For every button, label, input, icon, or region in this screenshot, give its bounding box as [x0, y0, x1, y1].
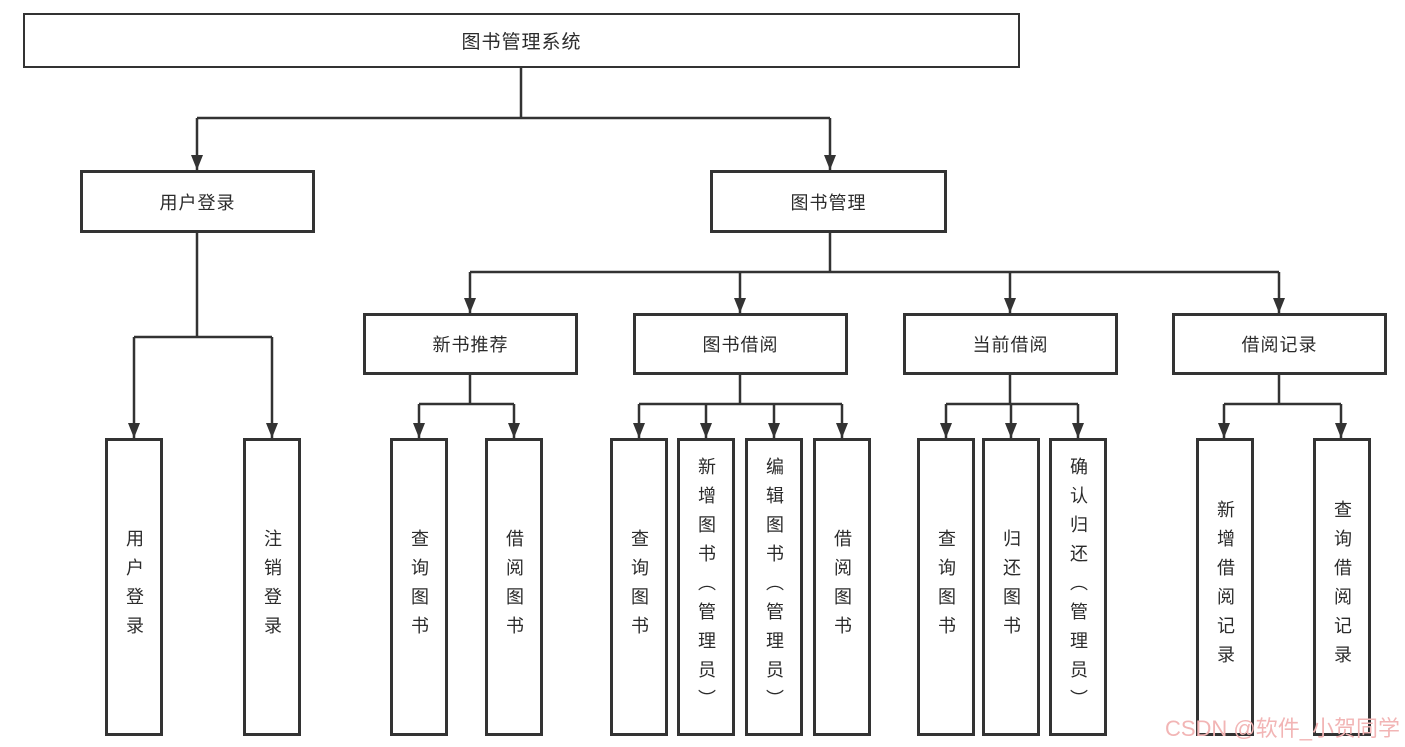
node-label: 图书管理系统 [461, 32, 582, 53]
leaf-query-borrow-record: 查询借阅记录 [1313, 438, 1371, 736]
node-current-borrowing: 当前借阅 [903, 313, 1118, 375]
csdn-watermark: CSDN @软件_小贺同学 [1164, 716, 1400, 741]
leaf-user-login: 用户登录 [105, 438, 163, 736]
node-library-management-system: 图书管理系统 [23, 13, 1020, 68]
node-label: 编辑图书（管理员） [764, 456, 784, 718]
leaf-logout: 注销登录 [243, 438, 301, 736]
node-label: 查询借阅记录 [1332, 500, 1352, 674]
node-new-book-recommend: 新书推荐 [363, 313, 578, 375]
node-borrow-records: 借阅记录 [1172, 313, 1387, 375]
node-label: 借阅图书 [504, 529, 524, 645]
leaf-add-books-admin: 新增图书（管理员） [677, 438, 735, 736]
leaf-confirm-return-admin: 确认归还（管理员） [1049, 438, 1107, 736]
node-label: 注销登录 [262, 529, 282, 645]
node-label: 用户登录 [159, 192, 236, 213]
node-label: 新书推荐 [432, 335, 509, 355]
leaf-edit-books-admin: 编辑图书（管理员） [745, 438, 803, 736]
leaf-borrow-books: 借阅图书 [813, 438, 871, 736]
node-label: 查询图书 [936, 529, 956, 645]
node-book-borrowing: 图书借阅 [633, 313, 848, 375]
leaf-borrow-books-recommend: 借阅图书 [485, 438, 543, 736]
node-label: 图书管理 [790, 192, 867, 213]
node-label: 新增图书（管理员） [696, 456, 716, 718]
node-label: 归还图书 [1001, 529, 1021, 645]
node-label: 新增借阅记录 [1215, 500, 1235, 674]
node-label: 图书借阅 [702, 335, 779, 355]
leaf-query-books-current: 查询图书 [917, 438, 975, 736]
leaf-return-books: 归还图书 [982, 438, 1040, 736]
node-label: 借阅图书 [832, 529, 852, 645]
node-label: 确认归还（管理员） [1068, 456, 1088, 718]
leaf-query-books-borrowing: 查询图书 [610, 438, 668, 736]
node-book-management: 图书管理 [710, 170, 947, 233]
node-label: 用户登录 [124, 529, 144, 645]
node-label: 查询图书 [409, 529, 429, 645]
leaf-query-books-recommend: 查询图书 [390, 438, 448, 736]
node-user-login: 用户登录 [80, 170, 315, 233]
node-label: 借阅记录 [1241, 335, 1318, 355]
node-label: 当前借阅 [972, 335, 1049, 355]
leaf-add-borrow-record: 新增借阅记录 [1196, 438, 1254, 736]
node-label: 查询图书 [629, 529, 649, 645]
